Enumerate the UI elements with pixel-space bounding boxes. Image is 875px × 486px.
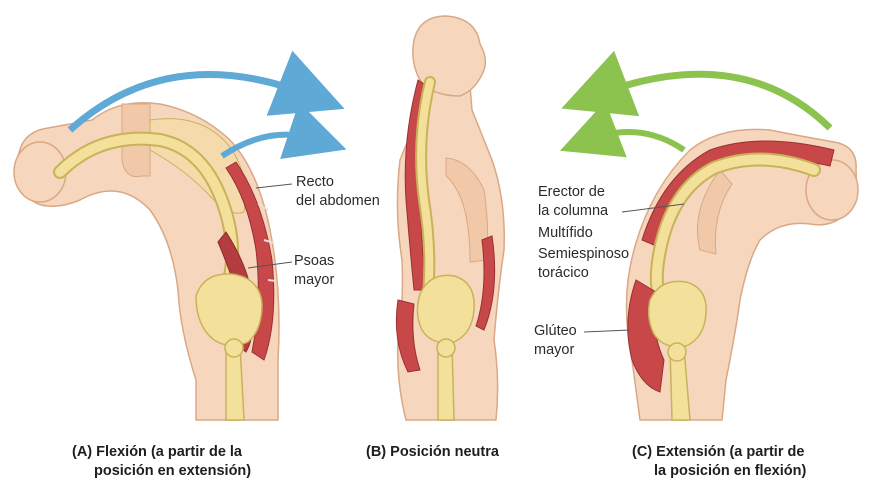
extension-arrow-large	[594, 74, 830, 128]
label-multifido: Multífido	[538, 224, 593, 243]
label-semiespinoso-line1: Semiespinoso	[538, 245, 629, 264]
label-psoas-mayor-line2: mayor	[294, 271, 334, 290]
label-gluteo-mayor-line2: mayor	[534, 341, 577, 360]
neutral-figure	[396, 16, 504, 420]
label-psoas-mayor: Psoas mayor	[294, 252, 334, 290]
label-gluteo-mayor-line1: Glúteo	[534, 322, 577, 341]
caption-extension-line2: la posición en flexión)	[632, 462, 806, 481]
caption-neutral: (B) Posición neutra	[366, 443, 499, 462]
label-erector-columna-line1: Erector de	[538, 183, 608, 202]
flexion-figure	[14, 75, 318, 420]
caption-flexion-line2: posición en extensión)	[72, 462, 251, 481]
neutral-pelvis	[417, 275, 474, 342]
extension-arrow-small	[588, 132, 684, 150]
caption-extension-line1: (C) Extensión (a partir de	[632, 444, 804, 460]
extension-pelvis	[649, 281, 707, 346]
label-psoas-mayor-line1: Psoas	[294, 252, 334, 271]
caption-extension: (C) Extensión (a partir de la posición e…	[632, 443, 806, 481]
label-recto-abdomen: Recto del abdomen	[296, 173, 380, 211]
label-erector-columna-line2: la columna	[538, 202, 608, 221]
label-gluteo-mayor: Glúteo mayor	[534, 322, 577, 360]
label-multifido-line1: Multífido	[538, 224, 593, 243]
label-erector-columna: Erector de la columna	[538, 183, 608, 221]
label-semiespinoso-line2: torácico	[538, 264, 629, 283]
label-recto-abdomen-line1: Recto	[296, 173, 380, 192]
label-semiespinoso: Semiespinoso torácico	[538, 245, 629, 283]
label-recto-abdomen-line2: del abdomen	[296, 192, 380, 211]
caption-flexion-line1: (A) Flexión (a partir de la	[72, 444, 242, 460]
caption-neutral-line1: (B) Posición neutra	[366, 444, 499, 460]
caption-flexion: (A) Flexión (a partir de la posición en …	[72, 443, 251, 481]
